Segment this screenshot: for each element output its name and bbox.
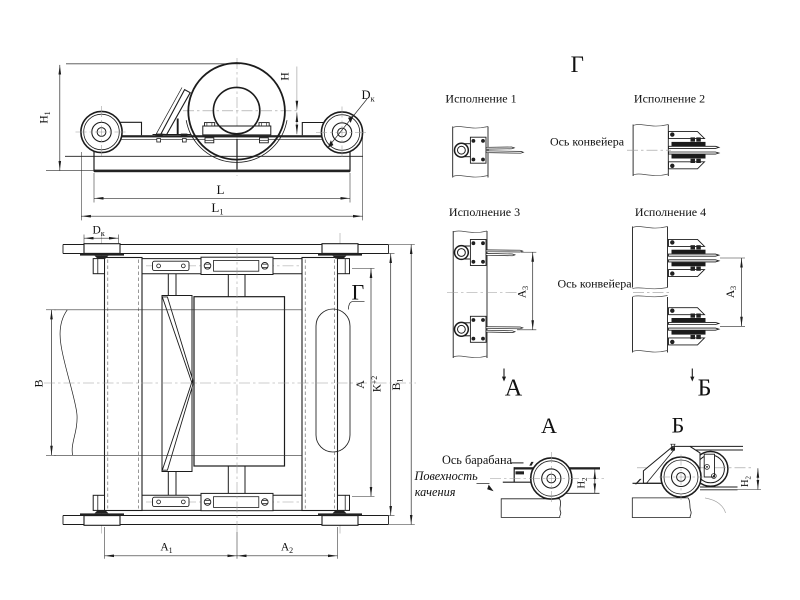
svg-text:Повехность: Повехность (413, 469, 478, 483)
svg-text:Ось конвейера: Ось конвейера (557, 277, 632, 291)
svg-text:L: L (217, 182, 225, 197)
svg-text:Ось барабана: Ось барабана (442, 453, 513, 467)
svg-text:Исполнение 4: Исполнение 4 (635, 205, 706, 219)
svg-text:качения: качения (415, 485, 456, 499)
svg-text:А: А (541, 413, 557, 438)
svg-text:Г: Г (351, 280, 364, 305)
svg-text:Н2: Н2 (740, 475, 752, 487)
svg-text:Б: Б (672, 413, 685, 438)
svg-text:Ось конвейера: Ось конвейера (550, 135, 625, 149)
svg-text:Б: Б (698, 376, 712, 402)
svg-text:Исполнение 2: Исполнение 2 (634, 92, 705, 106)
svg-text:Г: Г (571, 52, 584, 77)
svg-text:Н2: Н2 (577, 477, 589, 489)
svg-text:Исполнение 3: Исполнение 3 (449, 205, 520, 219)
svg-text:Исполнение 1: Исполнение 1 (445, 92, 516, 106)
svg-text:А: А (353, 380, 367, 389)
svg-text:Н: Н (279, 72, 291, 80)
svg-text:В: В (32, 379, 46, 387)
svg-text:А: А (505, 376, 523, 402)
